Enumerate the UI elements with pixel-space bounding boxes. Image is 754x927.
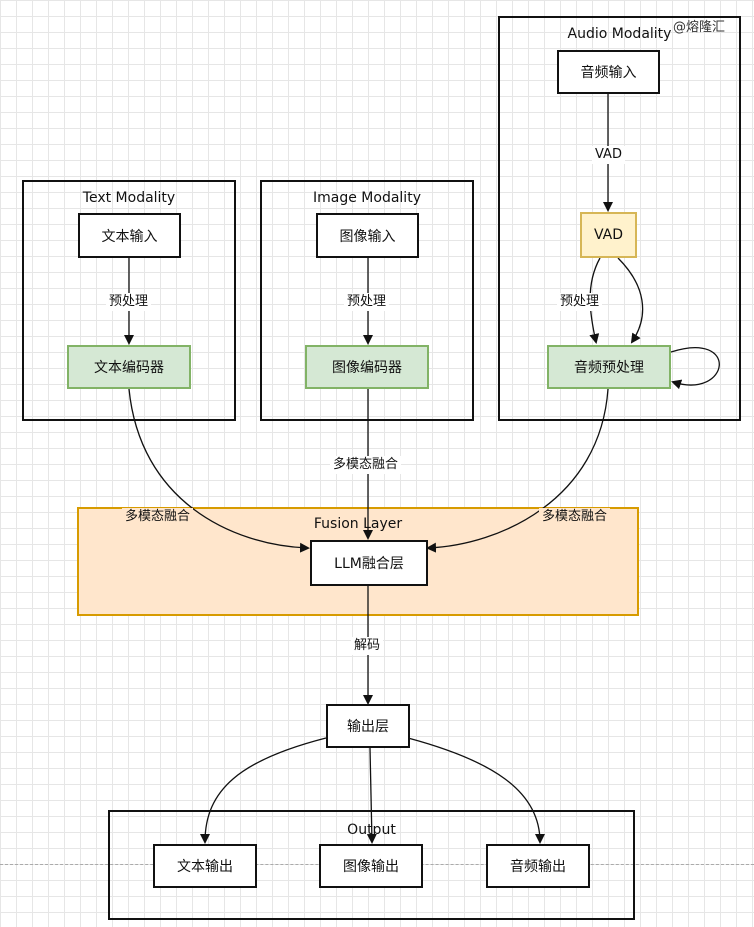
image-preprocess-label: 预处理 — [344, 293, 390, 311]
watermark: @熔隆汇 — [673, 20, 726, 35]
edge-text-encoder-to-llm — [128, 388, 310, 553]
audio-modality-group: Audio Modality — [498, 16, 741, 421]
fusion-center-label: 多模态融合 — [330, 456, 402, 474]
decode-label: 解码 — [351, 637, 384, 655]
output-layer-node[interactable]: 输出层 — [326, 704, 410, 748]
audio-preprocess-label: 预处理 — [557, 293, 603, 311]
edge-output-layer-to-text — [200, 737, 327, 844]
text-encoder-node[interactable]: 文本编码器 — [67, 345, 191, 389]
text-modality-group: Text Modality — [22, 180, 236, 421]
audio-modality-title: Audio Modality — [567, 26, 672, 42]
image-encoder-node[interactable]: 图像编码器 — [305, 345, 429, 389]
edge-vad-to-preprocess-right — [617, 257, 644, 344]
audio-preprocess-node[interactable]: 音频预处理 — [547, 345, 671, 389]
llm-fusion-node[interactable]: LLM融合层 — [310, 540, 428, 586]
text-preprocess-label: 预处理 — [106, 293, 152, 311]
image-modality-group: Image Modality — [260, 180, 474, 421]
fusion-layer-title: Fusion Layer — [313, 516, 403, 532]
edge-preprocess-self-loop — [670, 347, 720, 390]
fusion-left-label: 多模态融合 — [122, 508, 194, 526]
audio-vad-label: VAD — [592, 146, 625, 164]
image-output-node[interactable]: 图像输出 — [319, 844, 423, 888]
edge-output-layer-to-image — [366, 747, 377, 844]
text-input-node[interactable]: 文本输入 — [78, 213, 181, 258]
audio-output-node[interactable]: 音频输出 — [486, 844, 590, 888]
fusion-right-label: 多模态融合 — [539, 508, 611, 526]
audio-input-node[interactable]: 音频输入 — [557, 50, 660, 94]
text-modality-title: Text Modality — [82, 190, 176, 206]
text-output-node[interactable]: 文本输出 — [153, 844, 257, 888]
edge-output-layer-to-audio — [407, 737, 545, 844]
vad-node[interactable]: VAD — [580, 212, 637, 258]
image-modality-title: Image Modality — [313, 190, 421, 206]
image-input-node[interactable]: 图像输入 — [316, 213, 419, 258]
